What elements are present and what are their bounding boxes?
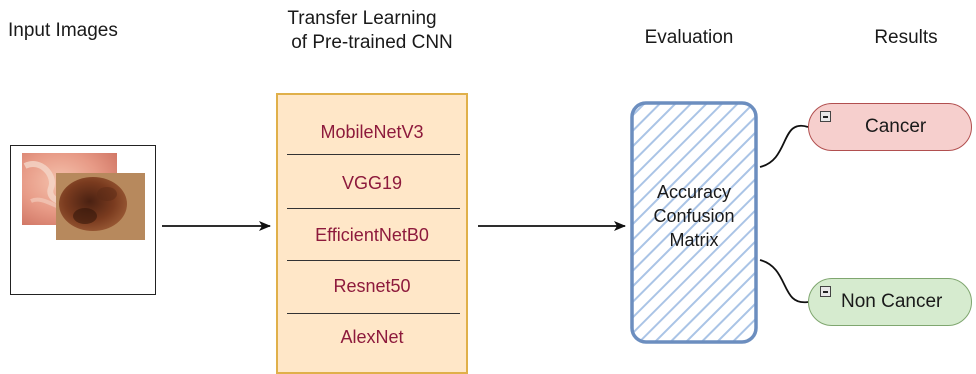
- model-alexnet: AlexNet: [340, 327, 404, 347]
- metric-confusion: Confusion: [653, 206, 735, 226]
- result-cancer-label: Cancer: [865, 116, 927, 137]
- collapse-icon[interactable]: [820, 286, 831, 297]
- model-resnet50: Resnet50: [333, 276, 411, 296]
- model-separator: [287, 208, 460, 209]
- collapse-icon[interactable]: [820, 111, 831, 122]
- pretrained-cnn-box: MobileNetV3 VGG19 EfficientNetB0 Resnet5…: [276, 93, 468, 374]
- header-results: Results: [874, 27, 938, 48]
- header-input-images: Input Images: [8, 20, 118, 41]
- result-noncancer-label: Non Cancer: [841, 291, 943, 312]
- input-images-frame: [10, 145, 156, 295]
- evaluation-box: [630, 101, 758, 344]
- lesion: [59, 177, 127, 231]
- model-efficientnetb0: EfficientNetB0: [315, 225, 429, 245]
- result-noncancer-node[interactable]: Non Cancer: [808, 278, 972, 326]
- model-separator: [287, 154, 460, 155]
- result-cancer-node[interactable]: Cancer: [808, 103, 972, 151]
- header-evaluation: Evaluation: [644, 27, 734, 48]
- connector-evaluation-to-noncancer: [759, 259, 809, 303]
- header-transfer-learning-line2: of Pre-trained CNN: [291, 32, 453, 53]
- model-separator: [287, 260, 460, 261]
- skin-lesion-images: [22, 153, 145, 240]
- metric-matrix: Matrix: [669, 230, 719, 250]
- connector-evaluation-to-cancer: [759, 124, 809, 168]
- model-separator: [287, 313, 460, 314]
- model-vgg19: VGG19: [341, 173, 403, 193]
- model-mobilenetv3: MobileNetV3: [320, 122, 424, 142]
- header-transfer-learning-line1: Transfer Learning: [287, 8, 437, 29]
- metric-accuracy: Accuracy: [656, 182, 732, 202]
